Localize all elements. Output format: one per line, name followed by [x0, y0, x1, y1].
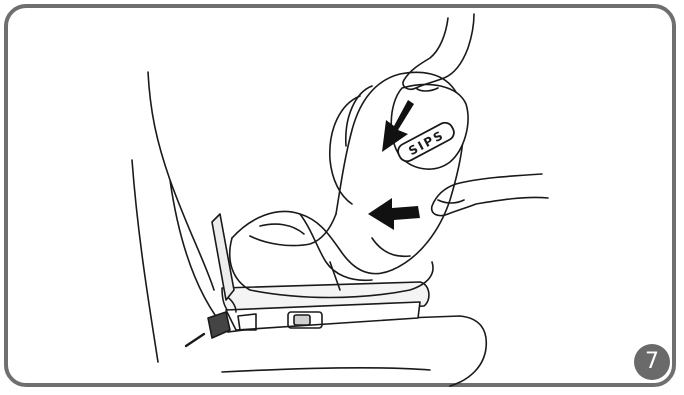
- isofix-base: [222, 282, 429, 330]
- step-number-badge: 7: [634, 344, 670, 380]
- child-car-seat: [230, 72, 468, 297]
